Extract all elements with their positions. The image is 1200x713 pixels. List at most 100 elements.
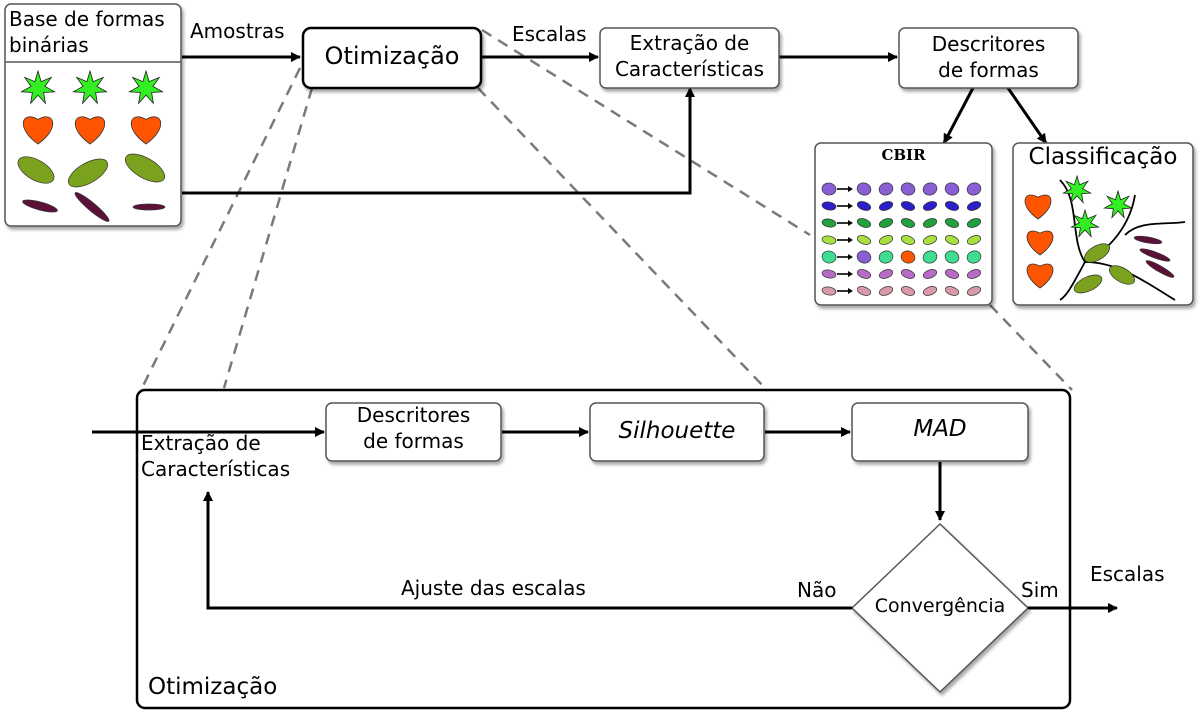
oval-leaf-shape [944, 235, 960, 245]
oval-leaf-shape [900, 201, 916, 211]
detail-descriptors-line1: Descritores [356, 403, 471, 427]
mad-label: MAD [913, 416, 967, 442]
oval-leaf-shape [900, 286, 916, 296]
query-arrow [837, 254, 853, 260]
optimization-box [301, 26, 483, 90]
database-shape-samples [17, 69, 166, 222]
oval-leaf-shape [922, 218, 938, 228]
optimization-box-label: Otimização [324, 42, 460, 70]
heart-leaf-shape [1024, 194, 1052, 220]
detail-descriptors-line2: de formas [363, 429, 464, 453]
oval-leaf-shape [856, 182, 872, 196]
oval-leaf-shape [821, 182, 837, 196]
oval-leaf-shape [966, 269, 982, 279]
oval-leaf-shape [17, 156, 55, 184]
heart-leaf-shape [1026, 263, 1054, 289]
oval-leaf-shape [878, 286, 894, 296]
oval-leaf-shape [878, 201, 894, 211]
feature-extraction-line1: Extração de [629, 31, 750, 55]
oval-leaf-shape [74, 192, 110, 222]
top-arrows [182, 52, 1048, 195]
silhouette-label: Silhouette [618, 418, 736, 444]
oval-leaf-shape [67, 158, 109, 188]
oval-leaf-shape [856, 201, 872, 211]
optimization-detail-panel [135, 388, 1072, 710]
shape-descriptors-line1: Descritores [931, 32, 1046, 56]
oval-leaf-shape [900, 218, 916, 228]
oval-leaf-shape [944, 286, 960, 296]
star-leaf-shape [1070, 208, 1100, 238]
oval-leaf-shape [922, 235, 938, 245]
query-arrow [837, 271, 853, 277]
feature-extraction-line2: Características [614, 57, 765, 81]
query-arrow [837, 288, 853, 294]
oval-leaf-shape [132, 203, 166, 211]
detail-feature-extraction-line1: Extração de [141, 431, 261, 455]
star-leaf-shape [20, 69, 56, 105]
oval-leaf-shape [900, 235, 916, 245]
oval-leaf-shape [856, 250, 872, 264]
convergence-diamond [850, 522, 1030, 694]
star-leaf-shape [1062, 174, 1092, 204]
oval-leaf-shape [22, 199, 58, 213]
heart-leaf-shape [74, 116, 106, 145]
oval-leaf-shape [878, 269, 894, 279]
cbir-title: CBIR [881, 146, 926, 164]
shape-descriptors-box [898, 27, 1079, 89]
heart-leaf-shape [130, 116, 162, 145]
oval-leaf-shape [944, 218, 960, 228]
oval-leaf-shape [944, 201, 960, 211]
oval-leaf-shape [821, 269, 837, 279]
oval-leaf-shape [900, 250, 916, 264]
oval-leaf-shape [821, 250, 837, 264]
oval-leaf-shape [821, 218, 837, 228]
oval-leaf-shape [878, 235, 894, 245]
oval-leaf-shape [966, 218, 982, 228]
oval-leaf-shape [878, 182, 894, 196]
feature-extraction-box [599, 27, 780, 89]
query-arrow [837, 220, 853, 226]
oval-leaf-shape [966, 286, 982, 296]
oval-leaf-shape [922, 269, 938, 279]
detail-panel-title: Otimização [148, 674, 278, 700]
query-arrow [837, 186, 853, 192]
cbir-result-grid [821, 182, 982, 296]
heart-leaf-shape [1026, 230, 1054, 256]
oval-leaf-shape [966, 250, 982, 264]
oval-leaf-shape [900, 269, 916, 279]
oval-leaf-shape [856, 269, 872, 279]
oval-leaf-shape [878, 250, 894, 264]
oval-leaf-shape [966, 235, 982, 245]
oval-leaf-shape [821, 201, 837, 211]
classification-shape-samples [1024, 174, 1175, 294]
oval-leaf-shape [124, 153, 166, 183]
zoom-connectors [138, 28, 1073, 393]
shape-descriptors-line2: de formas [938, 58, 1039, 82]
detail-feature-extraction-line2: Características [141, 457, 291, 481]
oval-leaf-shape [856, 218, 872, 228]
oval-leaf-shape [821, 286, 837, 296]
no-label: Não [797, 578, 837, 602]
oval-leaf-shape [922, 286, 938, 296]
query-arrow [837, 237, 853, 243]
star-leaf-shape [1103, 189, 1133, 219]
oval-leaf-shape [1139, 248, 1171, 262]
oval-leaf-shape [966, 182, 982, 196]
oval-leaf-shape [856, 235, 872, 245]
oval-leaf-shape [900, 182, 916, 196]
output-scales-label: Escalas [1090, 562, 1165, 586]
oval-leaf-shape [966, 201, 982, 211]
oval-leaf-shape [1073, 274, 1103, 294]
oval-leaf-shape [1145, 260, 1175, 278]
oval-leaf-shape [944, 269, 960, 279]
oval-leaf-shape [856, 286, 872, 296]
oval-leaf-shape [821, 235, 837, 245]
silhouette-box [589, 402, 765, 462]
star-leaf-shape [72, 69, 108, 105]
oval-leaf-shape [878, 218, 894, 228]
database-title-line2: binárias [9, 33, 89, 57]
scale-adjust-label: Ajuste das escalas [401, 576, 586, 600]
oval-leaf-shape [944, 182, 960, 196]
oval-leaf-shape [1084, 243, 1110, 263]
oval-leaf-shape [922, 201, 938, 211]
